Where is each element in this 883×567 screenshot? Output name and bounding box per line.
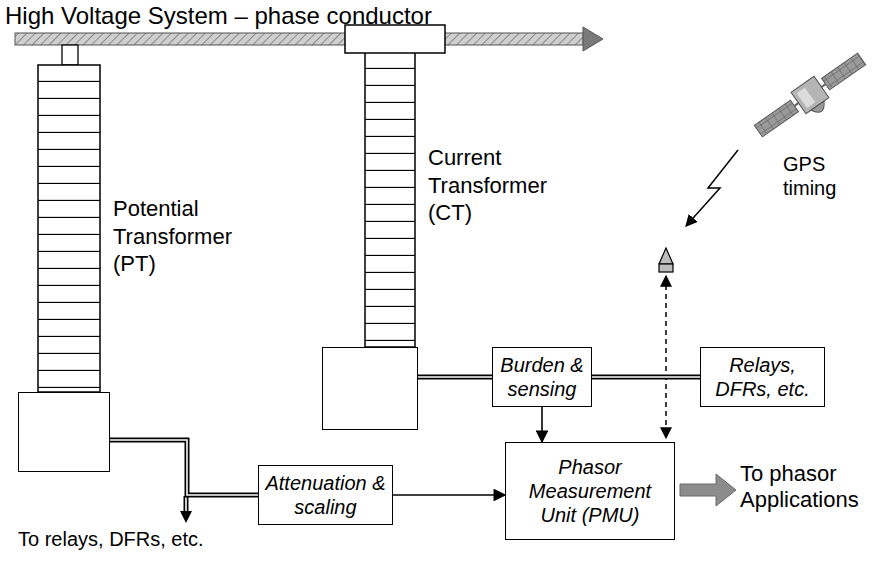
box-label: Phasor Measurement Unit (PMU) <box>512 455 668 527</box>
process-box: Relays, DFRs, etc. <box>700 347 825 407</box>
gps-antenna <box>659 248 673 438</box>
gps-label: GPS timing <box>783 152 878 200</box>
component-name: Potential Transformer (PT) <box>113 195 241 278</box>
box-label: Burden & sensing <box>499 353 585 401</box>
pt-base: Potential Transformer (PT) <box>18 392 110 472</box>
signal-cable <box>592 377 700 378</box>
phase-conductor <box>15 27 603 51</box>
component-name: Current Transformer (CT) <box>428 144 556 227</box>
signal-arrow <box>393 495 505 496</box>
output-arrow <box>680 474 736 506</box>
box-label: Relays, DFRs, etc. <box>707 353 818 401</box>
process-box: Burden & sensing <box>492 347 592 407</box>
relay-note: To relays, DFRs, etc. <box>18 527 278 551</box>
signal-cable <box>110 440 258 495</box>
pmu-box: Phasor Measurement Unit (PMU) <box>505 442 675 540</box>
pt-insulator <box>38 45 100 392</box>
ct-base: Current Transformer (CT) <box>322 347 418 430</box>
signal-cable <box>418 377 492 378</box>
gps-satellite <box>751 48 873 147</box>
relay-branch <box>180 494 192 523</box>
output-label: To phasor Applications <box>740 461 878 514</box>
box-label: Attenuation & scaling <box>265 471 386 519</box>
process-box: Attenuation & scaling <box>258 465 393 525</box>
signal-arrow <box>542 407 543 442</box>
gps-signal <box>686 150 738 226</box>
conductor-label: High Voltage System – phase conductor <box>5 2 565 31</box>
